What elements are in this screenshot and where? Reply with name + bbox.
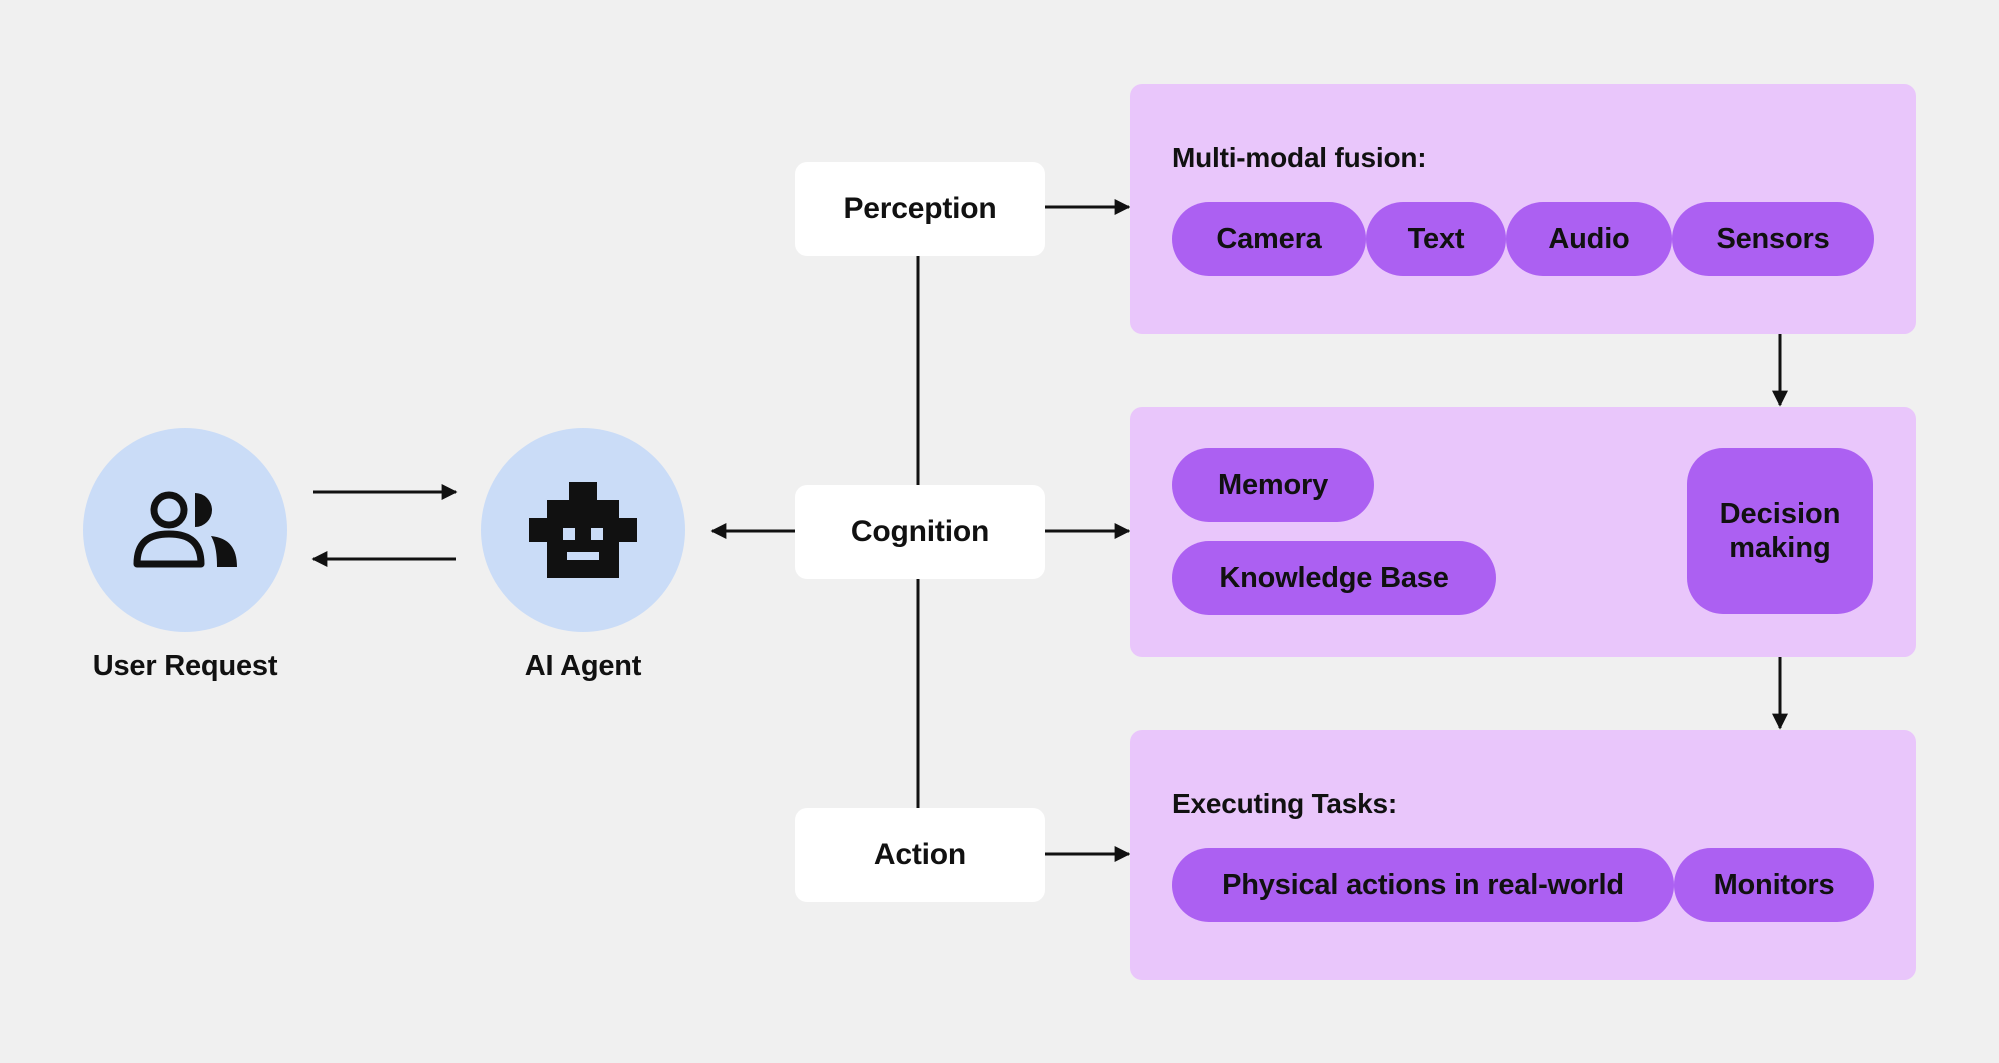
cognition-box: Cognition: [795, 485, 1045, 579]
ai-agent-node: [481, 428, 685, 632]
chip-memory: Memory: [1172, 448, 1374, 522]
action-panel-title: Executing Tasks:: [1172, 788, 1398, 819]
action-panel: Executing Tasks: Physical actions in rea…: [1130, 730, 1916, 980]
user-request-label: User Request: [92, 650, 278, 682]
chip-text: Text: [1366, 202, 1506, 276]
chip-physical-actions: Physical actions in real-world: [1172, 848, 1674, 922]
perception-panel-title: Multi-modal fusion:: [1172, 142, 1427, 173]
chip-camera: Camera: [1172, 202, 1366, 276]
ai-agent-label: AI Agent: [524, 650, 642, 682]
action-box: Action: [795, 808, 1045, 902]
user-request-node: [83, 428, 287, 632]
chip-audio: Audio: [1506, 202, 1672, 276]
perception-box: Perception: [795, 162, 1045, 256]
users-icon: [133, 491, 237, 568]
robot-icon: [529, 482, 637, 578]
chip-sensors: Sensors: [1672, 202, 1874, 276]
perception-panel: Multi-modal fusion: Camera Text Audio Se…: [1130, 84, 1916, 334]
decision-making-box: Decision making: [1687, 448, 1873, 614]
cognition-panel: Memory Knowledge Base Decision making: [1130, 407, 1916, 657]
chip-knowledge-base: Knowledge Base: [1172, 541, 1496, 615]
chip-monitors: Monitors: [1674, 848, 1874, 922]
